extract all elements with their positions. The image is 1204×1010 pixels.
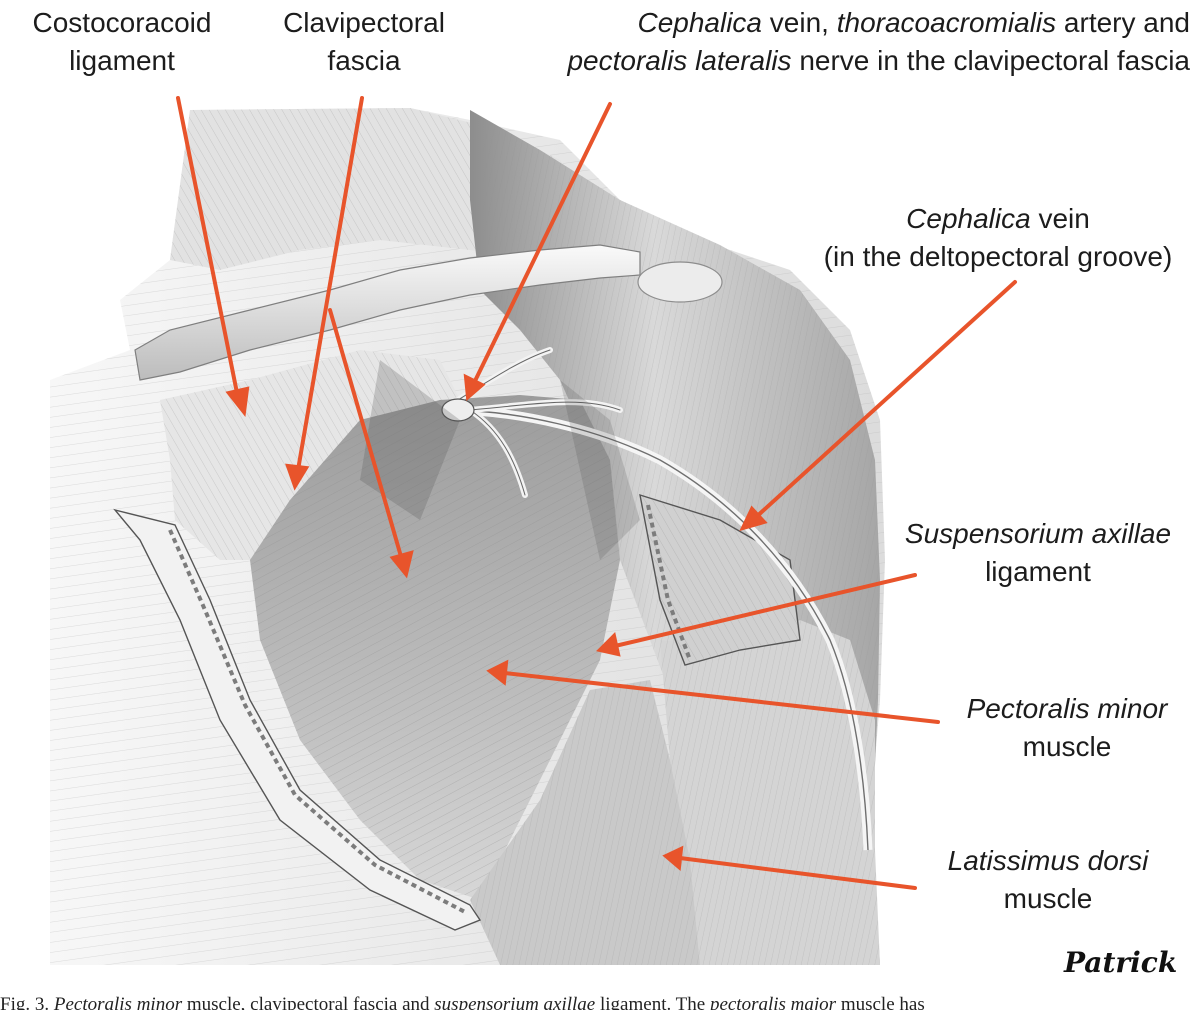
label-cephalica-vein-thoracoacromialis: Cephalica vein, thoracoacromialis artery…: [490, 4, 1190, 80]
label-italic: Cephalica: [637, 7, 763, 38]
arrow-cephalica-groove: [753, 280, 1017, 520]
arrow-costocoracoid: [176, 96, 240, 400]
label-text: vein: [1030, 203, 1090, 234]
label-text: artery and: [1056, 7, 1190, 38]
label-pectoralis-minor: Pectoralis minor muscle: [946, 690, 1188, 766]
label-line: Clavipectoral: [283, 7, 445, 38]
arrows: [176, 96, 1017, 890]
arrow-pectoralis-minor: [503, 671, 940, 724]
label-line: fascia: [327, 45, 401, 76]
caption-text: muscle, clavipectoral fascia and: [182, 994, 435, 1010]
label-line: Suspensorium axillae: [872, 515, 1204, 553]
arrow-cephalica-top: [472, 102, 612, 385]
arrow-clavipectoral-2: [328, 308, 404, 562]
caption-text: ligament. The: [595, 994, 710, 1010]
caption-text: Fig. 3.: [0, 994, 54, 1010]
label-suspensorium-axillae: Suspensorium axillae ligament: [872, 515, 1204, 591]
label-text: nerve in the clavipectoral fascia: [791, 45, 1190, 76]
label-line: Latissimus dorsi: [926, 842, 1170, 880]
arrow-latissimus: [678, 856, 917, 890]
label-italic: thoracoacromialis: [836, 7, 1057, 38]
label-italic: pectoralis lateralis: [567, 45, 792, 76]
label-italic: Latissimus dorsi: [947, 845, 1149, 876]
label-line: muscle: [1003, 883, 1093, 914]
label-line: Cephalica vein: [800, 200, 1196, 238]
label-italic: Suspensorium axillae: [904, 518, 1172, 549]
caption-text: muscle has: [836, 994, 925, 1010]
label-latissimus-dorsi: Latissimus dorsi muscle: [926, 842, 1170, 918]
caption-italic: suspensorium axillae: [434, 994, 596, 1010]
caption-italic: Pectoralis minor: [53, 994, 183, 1010]
label-text: vein,: [762, 7, 837, 38]
arrow-clavipectoral-1: [296, 96, 364, 472]
label-italic: Cephalica: [906, 203, 1031, 234]
label-line: Costocoracoid: [32, 7, 212, 38]
acromion: [637, 261, 723, 303]
label-italic: Pectoralis minor: [966, 693, 1168, 724]
signature-text: Patrick: [1063, 946, 1177, 979]
label-line: ligament: [69, 45, 175, 76]
label-line: Pectoralis minor: [946, 690, 1188, 728]
label-line: pectoralis lateralis nerve in the clavip…: [490, 42, 1190, 80]
label-line: Cephalica vein, thoracoacromialis artery…: [490, 4, 1190, 42]
label-cephalica-vein-groove: Cephalica vein (in the deltopectoral gro…: [800, 200, 1196, 276]
artist-signature: Patrick: [1063, 946, 1177, 979]
caption-italic: pectoralis major: [709, 994, 837, 1010]
label-line: ligament: [985, 556, 1091, 587]
label-costocoracoid-ligament: Costocoracoid ligament: [18, 4, 226, 80]
figure-caption: Fig. 3. Pectoralis minor muscle, clavipe…: [0, 990, 1204, 1010]
label-line: muscle: [1022, 731, 1112, 762]
arrow-suspensorium: [613, 573, 917, 648]
label-line: (in the deltopectoral groove): [823, 241, 1173, 272]
label-clavipectoral-fascia: Clavipectoral fascia: [262, 4, 466, 80]
